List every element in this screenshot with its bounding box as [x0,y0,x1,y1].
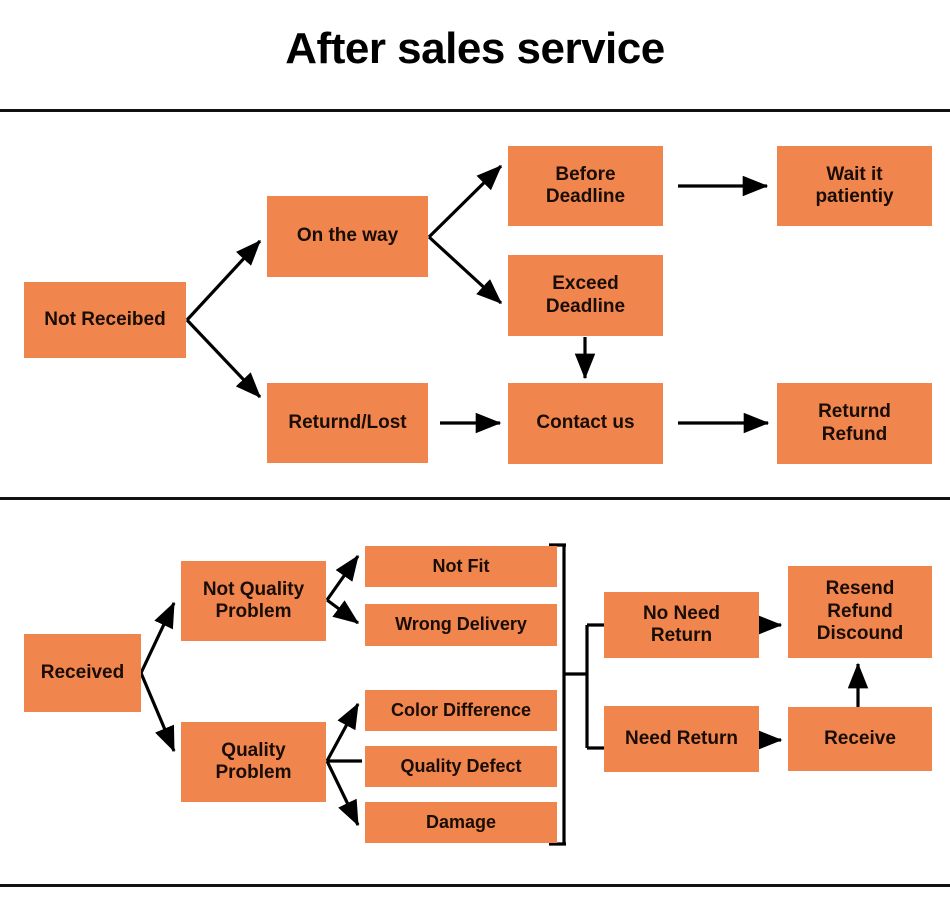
node-before-deadline[interactable]: Before Deadline [508,146,663,226]
node-no-need-return[interactable]: No Need Return [604,592,759,658]
node-not-fit[interactable]: Not Fit [365,546,557,587]
node-not-quality-problem[interactable]: Not Quality Problem [181,561,326,641]
edge-not-receibed-to-on-the-way [185,239,262,322]
node-contact-us[interactable]: Contact us [508,383,663,464]
node-not-receibed[interactable]: Not Receibed [24,282,186,358]
page-title: After sales service [285,24,665,73]
edge-quality-problem-to-damage [325,760,360,827]
node-color-difference[interactable]: Color Difference [365,690,557,731]
edge-received-to-quality-problem [139,672,176,753]
divider-top [0,109,950,112]
edge-quality-problem-to-color-difference [325,702,360,762]
node-resend-refund[interactable]: Resend Refund Discound [788,566,932,658]
node-quality-problem[interactable]: Quality Problem [181,722,326,802]
edge-not-quality-problem-to-wrong-delivery [326,598,360,625]
node-exceed-deadline[interactable]: Exceed Deadline [508,255,663,336]
node-wait-patiently[interactable]: Wait it patientiy [777,146,932,226]
node-receive[interactable]: Receive [788,707,932,771]
node-damage[interactable]: Damage [365,802,557,843]
node-received[interactable]: Received [24,634,141,712]
node-returnd-lost[interactable]: Returnd/Lost [267,383,428,463]
edge-on-the-way-to-exceed-deadline [427,235,503,305]
node-need-return[interactable]: Need Return [604,706,759,772]
divider-middle [0,497,950,500]
edge-not-quality-problem-to-not-fit [325,554,360,601]
node-quality-defect[interactable]: Quality Defect [365,746,557,787]
node-returnd-refund[interactable]: Returnd Refund [777,383,932,464]
edge-received-to-not-quality-problem [139,601,176,674]
node-on-the-way[interactable]: On the way [267,196,428,277]
divider-bottom [0,884,950,887]
edge-not-receibed-to-returnd-lost [185,318,262,399]
node-wrong-delivery[interactable]: Wrong Delivery [365,604,557,646]
issues-bracket [549,543,604,846]
edge-on-the-way-to-before-deadline [427,164,503,239]
